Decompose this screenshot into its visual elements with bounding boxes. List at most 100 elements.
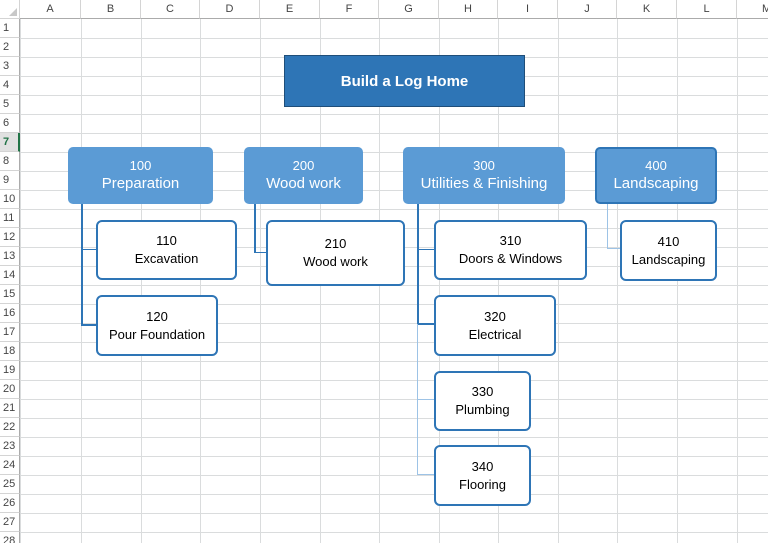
wbs-node-300[interactable]: 300 Utilities & Finishing xyxy=(403,147,565,204)
grid-line xyxy=(20,133,768,134)
wbs-node-100[interactable]: 100 Preparation xyxy=(68,147,213,204)
connector-line xyxy=(417,204,419,324)
row-header-24[interactable]: 24 xyxy=(0,456,20,475)
column-header-j[interactable]: J xyxy=(558,0,617,19)
node-code: 400 xyxy=(645,158,667,173)
connector-line xyxy=(607,204,608,249)
grid-line xyxy=(20,456,768,457)
wbs-node-120[interactable]: 120 Pour Foundation xyxy=(96,295,218,356)
column-header-l[interactable]: L xyxy=(677,0,737,19)
connector-line xyxy=(81,204,83,325)
grid-line xyxy=(20,19,21,543)
grid-line xyxy=(617,19,618,543)
node-name: Doors & Windows xyxy=(458,251,563,266)
node-code: 200 xyxy=(292,158,315,173)
select-all-corner[interactable] xyxy=(0,0,20,19)
wbs-node-210[interactable]: 210 Wood work xyxy=(266,220,405,286)
wbs-node-410[interactable]: 410 Landscaping xyxy=(620,220,717,281)
grid-line xyxy=(558,19,559,543)
node-name: Plumbing xyxy=(455,402,510,417)
column-header-e[interactable]: E xyxy=(260,0,320,19)
row-header-9[interactable]: 9 xyxy=(0,171,20,190)
row-header-3[interactable]: 3 xyxy=(0,57,20,76)
grid-line xyxy=(737,19,738,543)
row-header-8[interactable]: 8 xyxy=(0,152,20,171)
grid-line xyxy=(20,513,768,514)
connector-line xyxy=(417,474,434,475)
grid-line xyxy=(439,19,440,543)
wbs-node-400[interactable]: 400 Landscaping xyxy=(595,147,717,204)
chart-title: Build a Log Home xyxy=(340,72,469,90)
grid-line xyxy=(141,19,142,543)
row-header-27[interactable]: 27 xyxy=(0,513,20,532)
wbs-node-340[interactable]: 340 Flooring xyxy=(434,445,531,506)
column-header-b[interactable]: B xyxy=(81,0,141,19)
row-header-19[interactable]: 19 xyxy=(0,361,20,380)
grid-line xyxy=(20,323,768,324)
row-header-15[interactable]: 15 xyxy=(0,285,20,304)
row-header-6[interactable]: 6 xyxy=(0,114,20,133)
node-name: Landscaping xyxy=(613,175,699,192)
row-header-21[interactable]: 21 xyxy=(0,399,20,418)
chart-title-box[interactable]: Build a Log Home xyxy=(284,55,525,107)
grid-line xyxy=(20,361,768,362)
grid-line xyxy=(20,209,768,210)
row-header-7[interactable]: 7 xyxy=(0,133,20,152)
column-header-a[interactable]: A xyxy=(20,0,81,19)
row-header-2[interactable]: 2 xyxy=(0,38,20,57)
row-header-12[interactable]: 12 xyxy=(0,228,20,247)
column-header-m[interactable]: M xyxy=(737,0,768,19)
row-header-28[interactable]: 28 xyxy=(0,532,20,543)
row-header-1[interactable]: 1 xyxy=(0,19,20,38)
connector-line xyxy=(254,204,256,253)
node-name: Flooring xyxy=(459,476,506,492)
node-code: 310 xyxy=(499,233,522,248)
row-header-17[interactable]: 17 xyxy=(0,323,20,342)
node-name: Preparation xyxy=(101,175,180,192)
row-header-11[interactable]: 11 xyxy=(0,209,20,228)
connector-line xyxy=(417,323,434,325)
column-header-k[interactable]: K xyxy=(617,0,677,19)
column-header-f[interactable]: F xyxy=(320,0,379,19)
grid-line xyxy=(20,171,768,172)
grid-line xyxy=(20,342,768,343)
node-name: Electrical xyxy=(468,326,522,342)
wbs-node-110[interactable]: 110 Excavation xyxy=(96,220,237,280)
row-header-4[interactable]: 4 xyxy=(0,76,20,95)
column-header-c[interactable]: C xyxy=(141,0,200,19)
row-header-25[interactable]: 25 xyxy=(0,475,20,494)
grid-line xyxy=(20,304,768,305)
wbs-node-310[interactable]: 310 Doors & Windows xyxy=(434,220,587,280)
row-header-5[interactable]: 5 xyxy=(0,95,20,114)
grid-line xyxy=(20,190,768,191)
grid-line xyxy=(20,437,768,438)
connector-line xyxy=(417,399,434,400)
row-header-10[interactable]: 10 xyxy=(0,190,20,209)
wbs-node-200[interactable]: 200 Wood work xyxy=(244,147,363,204)
row-header-14[interactable]: 14 xyxy=(0,266,20,285)
column-header-g[interactable]: G xyxy=(379,0,439,19)
node-code: 330 xyxy=(471,384,494,399)
grid-line xyxy=(20,114,768,115)
node-code: 410 xyxy=(657,233,680,249)
row-header-23[interactable]: 23 xyxy=(0,437,20,456)
wbs-node-330[interactable]: 330 Plumbing xyxy=(434,371,531,431)
grid-line xyxy=(20,494,768,495)
grid-line xyxy=(200,19,201,543)
column-header-d[interactable]: D xyxy=(200,0,260,19)
row-header-26[interactable]: 26 xyxy=(0,494,20,513)
column-header-h[interactable]: H xyxy=(439,0,498,19)
row-header-13[interactable]: 13 xyxy=(0,247,20,266)
row-header-20[interactable]: 20 xyxy=(0,380,20,399)
row-header-22[interactable]: 22 xyxy=(0,418,20,437)
grid-line xyxy=(498,19,499,543)
row-header-16[interactable]: 16 xyxy=(0,304,20,323)
node-code: 300 xyxy=(473,158,495,173)
wbs-node-320[interactable]: 320 Electrical xyxy=(434,295,556,356)
column-header-i[interactable]: I xyxy=(498,0,558,19)
row-header-18[interactable]: 18 xyxy=(0,342,20,361)
node-name: Excavation xyxy=(134,251,199,266)
grid-line xyxy=(20,475,768,476)
node-name: Utilities & Finishing xyxy=(420,175,548,192)
